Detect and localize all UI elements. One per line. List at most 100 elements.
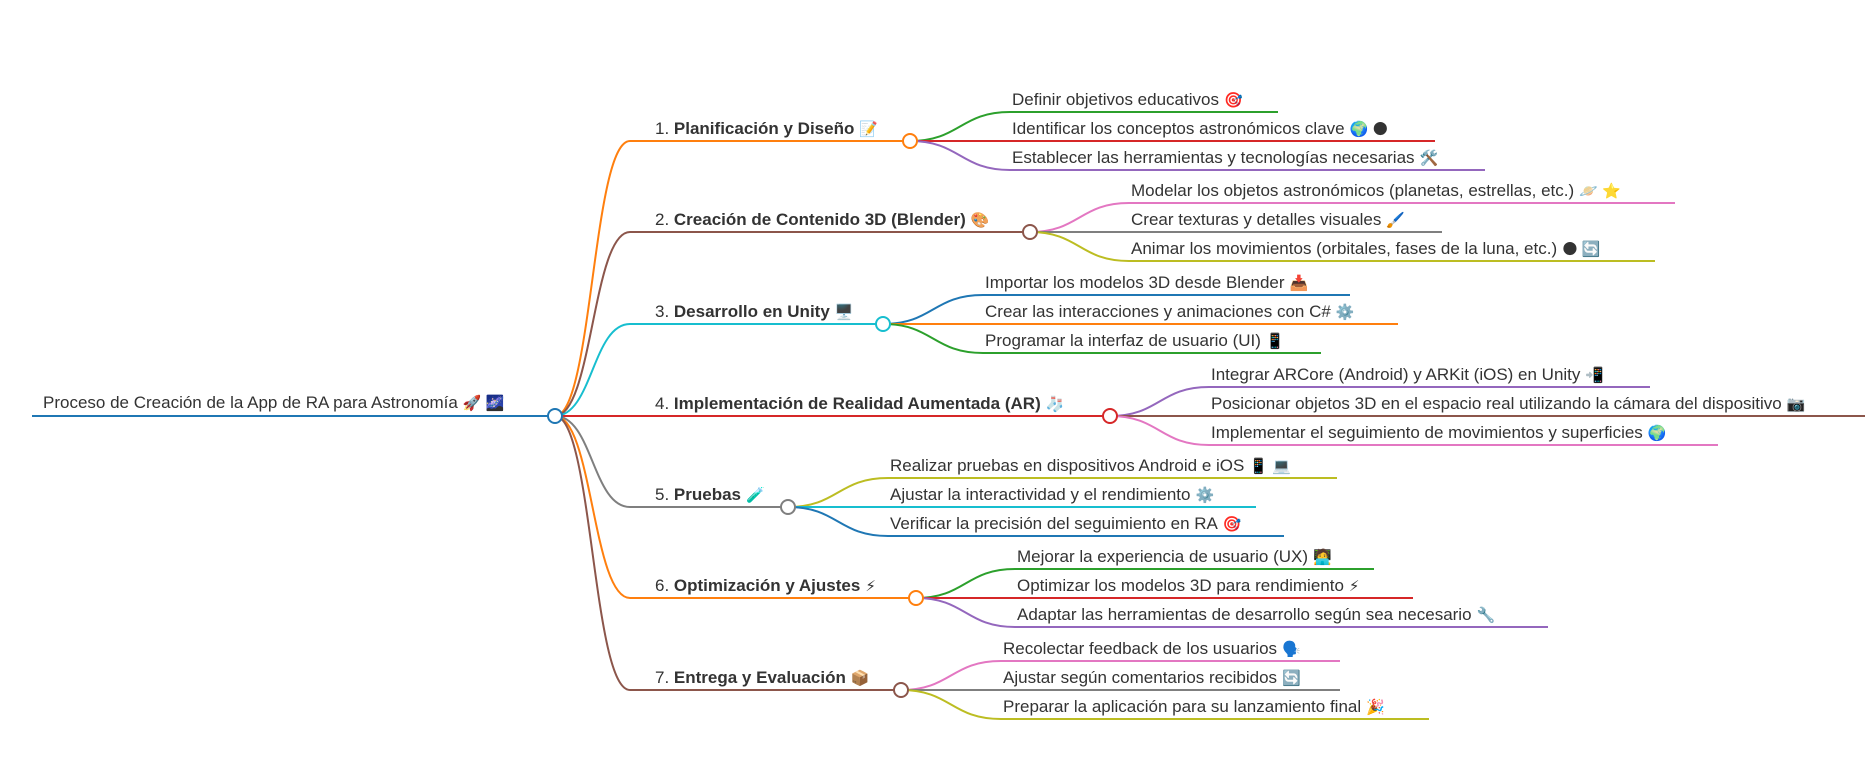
child-connector: [909, 140, 1011, 171]
child-node[interactable]: Posicionar objetos 3D en el espacio real…: [1211, 394, 1805, 415]
child-node[interactable]: Definir objetivos educativos🎯: [1012, 90, 1243, 111]
branch-connector: [554, 140, 631, 417]
branch-node[interactable]: 1. Planificación y Diseño📝: [655, 119, 878, 140]
child-emoji-icon: 🖌️: [1386, 212, 1406, 229]
child-connector: [882, 294, 984, 325]
branch-node[interactable]: 3. Desarrollo en Unity🖥️: [655, 302, 853, 323]
child-emoji-icon: ⚡: [1348, 578, 1360, 595]
branch-collapse-toggle[interactable]: [908, 590, 924, 606]
root-node[interactable]: Proceso de Creación de la App de RA para…: [43, 393, 504, 414]
child-label: Integrar ARCore (Android) y ARKit (iOS) …: [1211, 365, 1581, 384]
child-node[interactable]: Animar los movimientos (orbitales, fases…: [1131, 239, 1601, 260]
child-node[interactable]: Programar la interfaz de usuario (UI)📱: [985, 331, 1285, 352]
child-node[interactable]: Integrar ARCore (Android) y ARKit (iOS) …: [1211, 365, 1604, 386]
child-emoji-icon: 🌍: [1647, 425, 1667, 442]
child-label: Identificar los conceptos astronómicos c…: [1012, 119, 1345, 138]
child-emoji-icon: 🪐 ⭐: [1579, 183, 1621, 200]
child-emoji-icon: 📷: [1786, 396, 1806, 413]
child-emoji-icon: 🌑 🔄: [1562, 241, 1601, 258]
child-emoji-icon: 🧑‍💻: [1313, 549, 1332, 566]
child-emoji-icon: ⚙️: [1335, 304, 1355, 321]
branch-emoji-icon: 🧦: [1045, 396, 1065, 413]
child-node[interactable]: Mejorar la experiencia de usuario (UX)🧑‍…: [1017, 547, 1332, 568]
child-node[interactable]: Crear texturas y detalles visuales🖌️: [1131, 210, 1405, 231]
child-emoji-icon: 🌍 🌑: [1349, 121, 1389, 138]
root-emoji-icon: 🚀 🌌: [462, 395, 505, 412]
child-label: Realizar pruebas en dispositivos Android…: [890, 456, 1245, 475]
branch-emoji-icon: ⚡: [865, 578, 876, 595]
child-label: Modelar los objetos astronómicos (planet…: [1131, 181, 1575, 200]
child-label: Posicionar objetos 3D en el espacio real…: [1211, 394, 1782, 413]
branch-number: 2.: [655, 210, 674, 229]
child-label: Ajustar la interactividad y el rendimien…: [890, 485, 1191, 504]
child-emoji-icon: 🗣️: [1282, 641, 1301, 658]
child-emoji-icon: 📲: [1585, 367, 1605, 384]
child-label: Importar los modelos 3D desde Blender: [985, 273, 1285, 292]
branch-node[interactable]: 7. Entrega y Evaluación📦: [655, 668, 870, 689]
child-emoji-icon: 🎯: [1223, 92, 1243, 109]
branch-collapse-toggle[interactable]: [902, 133, 918, 149]
branch-collapse-toggle[interactable]: [893, 682, 909, 698]
branch-node[interactable]: 2. Creación de Contenido 3D (Blender)🎨: [655, 210, 989, 231]
branch-collapse-toggle[interactable]: [1022, 224, 1038, 240]
root-collapse-toggle[interactable]: [547, 408, 563, 424]
child-label: Preparar la aplicación para su lanzamien…: [1003, 697, 1362, 716]
child-emoji-icon: 🔄: [1282, 670, 1301, 687]
child-emoji-icon: 🎉: [1366, 699, 1385, 716]
branch-title: Desarrollo en Unity: [673, 302, 830, 321]
child-node[interactable]: Recolectar feedback de los usuarios🗣️: [1003, 639, 1301, 660]
child-emoji-icon: 🛠️: [1419, 150, 1439, 167]
branch-connector: [554, 231, 631, 417]
child-connector: [1029, 202, 1130, 233]
branch-title: Creación de Contenido 3D (Blender): [673, 210, 966, 229]
child-label: Programar la interfaz de usuario (UI): [985, 331, 1261, 350]
child-label: Recolectar feedback de los usuarios: [1003, 639, 1278, 658]
child-connector: [900, 689, 1002, 720]
branch-number: 1.: [655, 119, 674, 138]
child-emoji-icon: 📥: [1289, 275, 1309, 292]
branch-number: 6.: [655, 576, 674, 595]
root-label: Proceso de Creación de la App de RA para…: [43, 393, 458, 412]
child-connector: [909, 111, 1011, 142]
child-node[interactable]: Implementar el seguimiento de movimiento…: [1211, 423, 1667, 444]
branch-node[interactable]: 4. Implementación de Realidad Aumentada …: [655, 394, 1064, 415]
child-label: Animar los movimientos (orbitales, fases…: [1131, 239, 1558, 258]
child-connector: [787, 506, 889, 537]
child-connector: [1029, 231, 1130, 262]
branch-collapse-toggle[interactable]: [780, 499, 796, 515]
child-node[interactable]: Ajustar la interactividad y el rendimien…: [890, 485, 1214, 506]
child-emoji-icon: 🎯: [1222, 516, 1242, 533]
branch-number: 3.: [655, 302, 674, 321]
child-node[interactable]: Importar los modelos 3D desde Blender📥: [985, 273, 1308, 294]
branch-connector: [554, 323, 631, 417]
child-emoji-icon: ⚙️: [1195, 487, 1215, 504]
branch-emoji-icon: 📦: [850, 670, 870, 687]
child-node[interactable]: Adaptar las herramientas de desarrollo s…: [1017, 605, 1495, 626]
child-node[interactable]: Modelar los objetos astronómicos (planet…: [1131, 181, 1621, 202]
child-node[interactable]: Verificar la precisión del seguimiento e…: [890, 514, 1242, 535]
branch-number: 5.: [655, 485, 674, 504]
branch-collapse-toggle[interactable]: [1102, 408, 1118, 424]
branch-node[interactable]: 6. Optimización y Ajustes⚡: [655, 576, 876, 597]
child-label: Verificar la precisión del seguimiento e…: [890, 514, 1218, 533]
child-node[interactable]: Establecer las herramientas y tecnología…: [1012, 148, 1438, 169]
branch-collapse-toggle[interactable]: [875, 316, 891, 332]
child-node[interactable]: Identificar los conceptos astronómicos c…: [1012, 119, 1388, 140]
child-connector: [882, 323, 984, 354]
branch-node[interactable]: 5. Pruebas 🧪: [655, 485, 765, 506]
child-connector: [787, 477, 889, 508]
child-node[interactable]: Crear las interacciones y animaciones co…: [985, 302, 1355, 323]
child-node[interactable]: Ajustar según comentarios recibidos🔄: [1003, 668, 1301, 689]
child-label: Implementar el seguimiento de movimiento…: [1211, 423, 1643, 442]
child-label: Ajustar según comentarios recibidos: [1003, 668, 1278, 687]
branch-title: Pruebas: [673, 485, 741, 504]
child-node[interactable]: Preparar la aplicación para su lanzamien…: [1003, 697, 1385, 718]
child-label: Mejorar la experiencia de usuario (UX): [1017, 547, 1309, 566]
branch-emoji-icon: 🧪: [746, 487, 765, 504]
child-node[interactable]: Optimizar los modelos 3D para rendimient…: [1017, 576, 1359, 597]
branch-number: 4.: [655, 394, 674, 413]
child-node[interactable]: Realizar pruebas en dispositivos Android…: [890, 456, 1291, 477]
child-connector: [1109, 415, 1210, 446]
child-connector: [915, 597, 1016, 628]
